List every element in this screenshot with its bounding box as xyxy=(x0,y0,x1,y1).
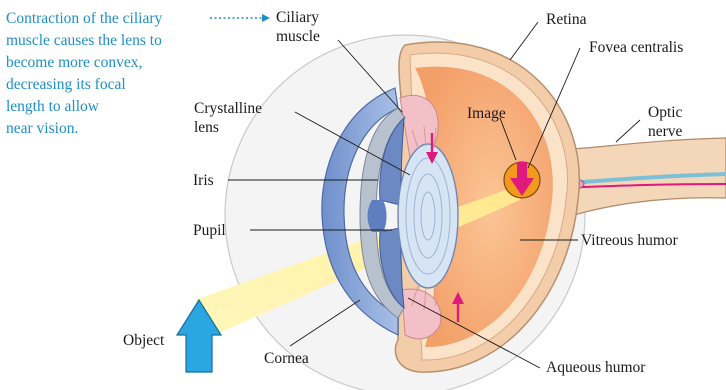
label-ciliary-line2: muscle xyxy=(276,27,320,46)
label-ciliary-line1: Ciliary xyxy=(276,8,320,27)
label-ciliary-muscle: Ciliary muscle xyxy=(276,8,320,46)
leader-optic-nerve xyxy=(616,120,640,142)
leader-retina xyxy=(510,22,538,60)
note-line: muscle causes the lens to xyxy=(6,30,162,52)
label-optic-line1: Optic xyxy=(648,103,682,122)
label-cornea: Cornea xyxy=(264,349,309,368)
label-lens-line2: lens xyxy=(194,118,262,137)
label-lens-line1: Crystalline xyxy=(194,99,262,118)
label-aqueous-humor: Aqueous humor xyxy=(546,358,645,377)
label-optic-line2: nerve xyxy=(648,122,682,141)
ciliary-note: Contraction of the ciliary muscle causes… xyxy=(6,8,162,140)
note-line: become more convex, xyxy=(6,52,162,74)
label-iris: Iris xyxy=(193,171,214,190)
label-fovea-centralis: Fovea centralis xyxy=(589,38,683,57)
label-retina: Retina xyxy=(546,10,586,29)
note-line: Contraction of the ciliary xyxy=(6,8,162,30)
image-arrow-shaft xyxy=(517,162,527,180)
label-optic-nerve: Optic nerve xyxy=(648,103,682,141)
pupil xyxy=(368,200,387,232)
note-line: length to allow xyxy=(6,96,162,118)
note-line: near vision. xyxy=(6,118,162,140)
label-vitreous-humor: Vitreous humor xyxy=(581,231,678,250)
label-object: Object xyxy=(123,331,164,350)
crystalline-lens xyxy=(398,144,458,288)
note-line: decreasing its focal xyxy=(6,74,162,96)
label-pupil: Pupil xyxy=(193,221,226,240)
label-image: Image xyxy=(467,104,506,123)
label-crystalline-lens: Crystalline lens xyxy=(194,99,262,137)
